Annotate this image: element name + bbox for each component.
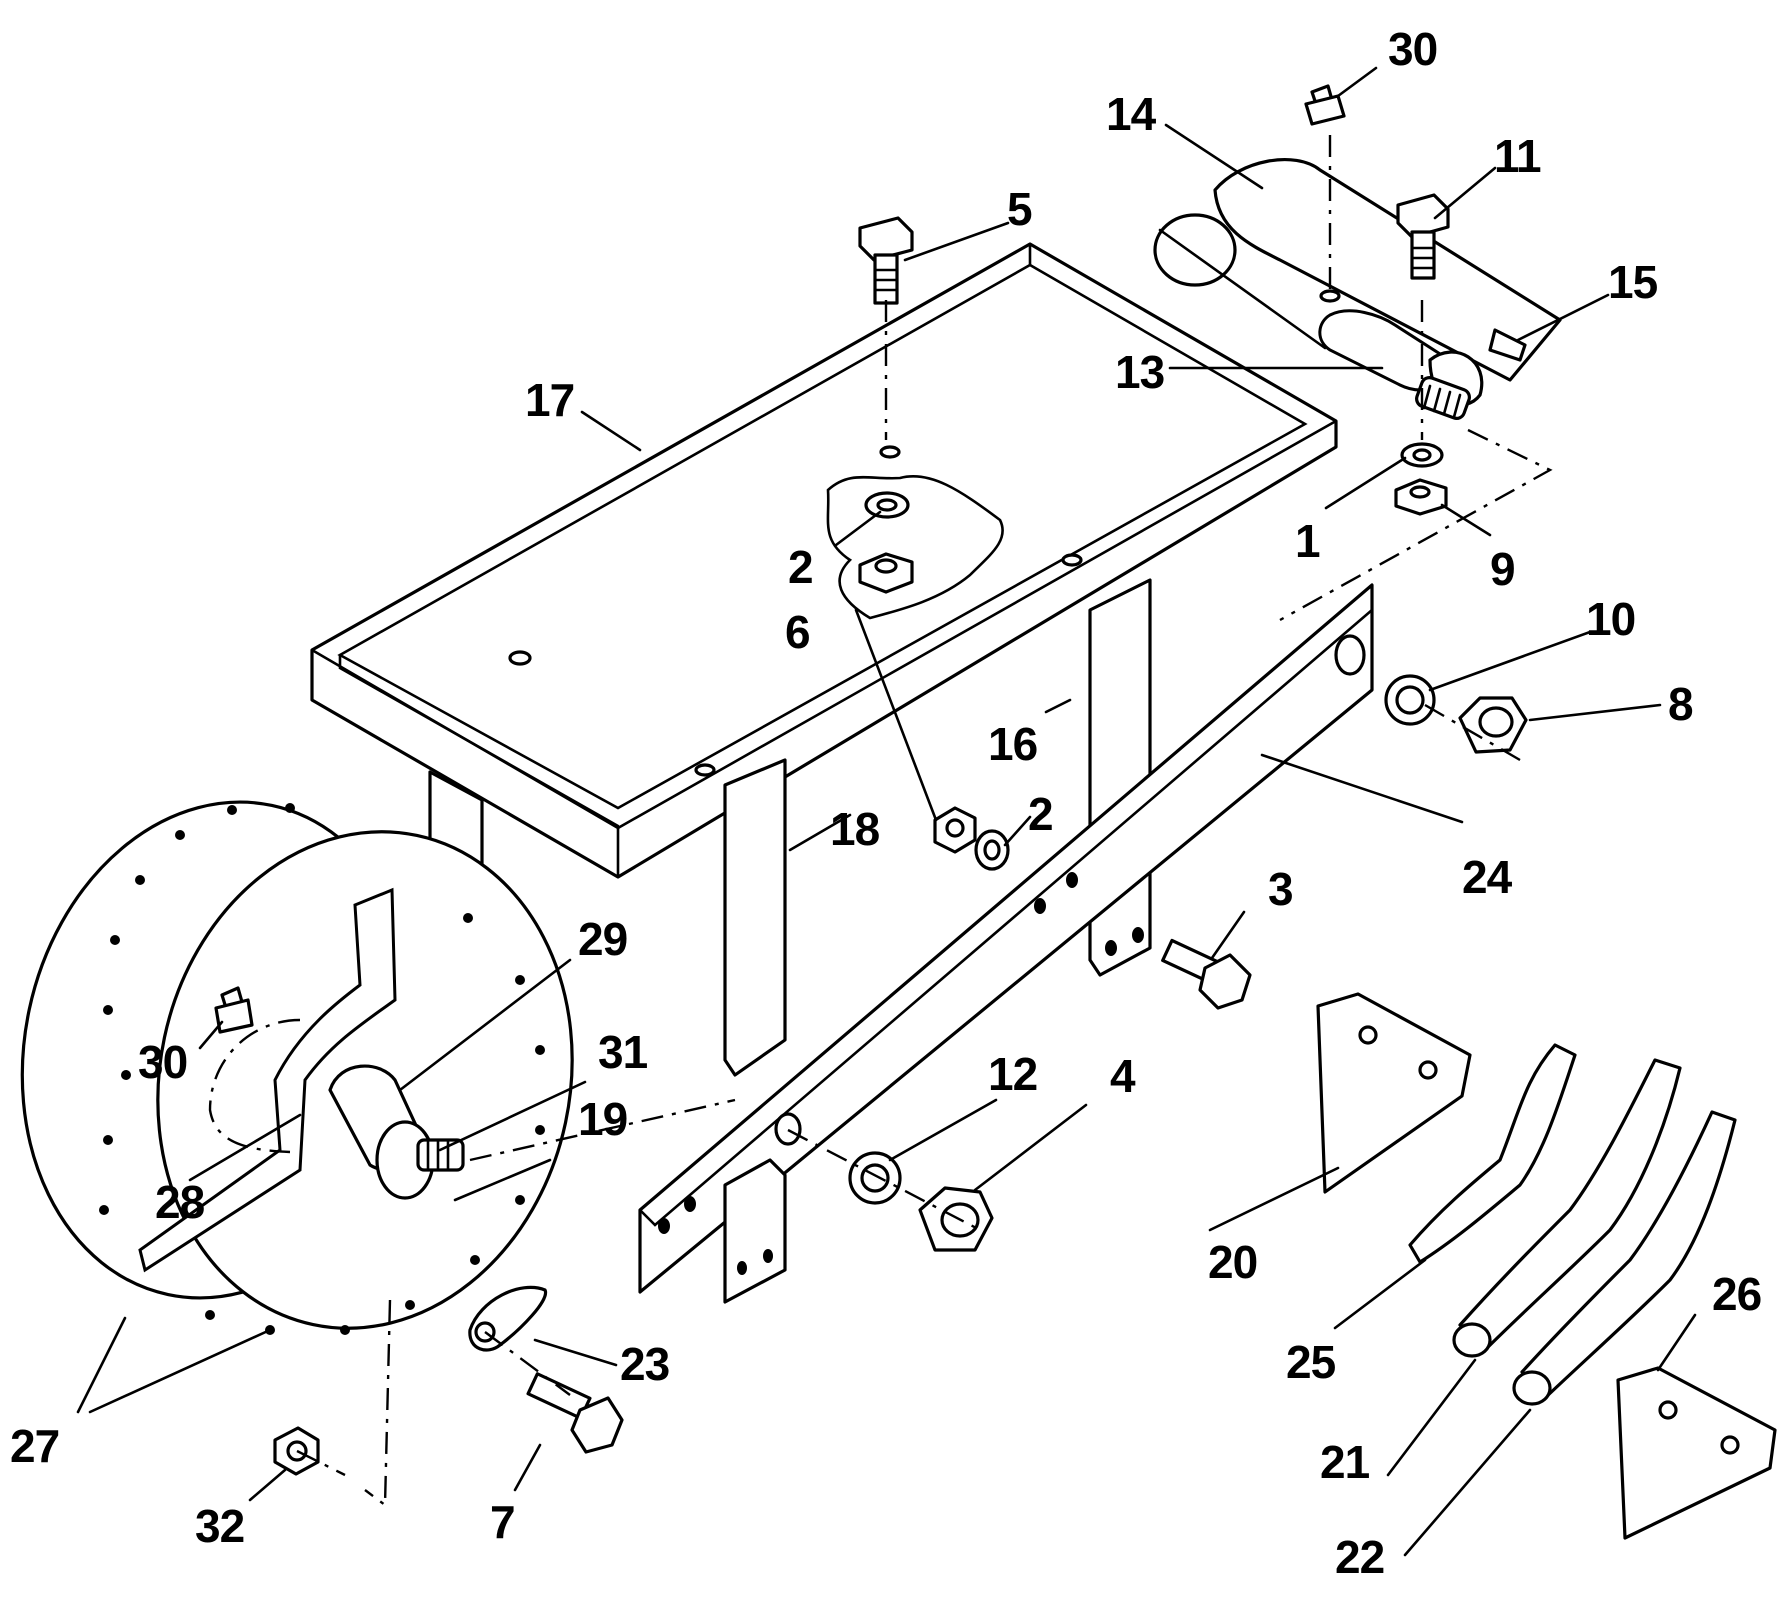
callout-29: 29 (578, 913, 627, 965)
callout-19: 19 (578, 1093, 627, 1145)
shank-part-21 (1452, 1058, 1682, 1358)
callout-7: 7 (490, 1496, 515, 1548)
callout-5: 5 (1007, 183, 1032, 235)
callout-28: 28 (155, 1176, 205, 1228)
callout-25: 25 (1286, 1336, 1336, 1388)
callout-20: 20 (1208, 1236, 1257, 1288)
lock-washer-part-10 (1384, 674, 1436, 726)
callout-13: 13 (1115, 346, 1164, 398)
callout-22: 22 (1335, 1531, 1384, 1583)
callout-6: 6 (785, 606, 810, 658)
callout-4: 4 (1110, 1050, 1136, 1102)
callout-18: 18 (830, 803, 880, 855)
callout-10: 10 (1586, 593, 1635, 645)
lock-washer-part-12 (848, 1151, 902, 1205)
callout-8: 8 (1668, 678, 1693, 730)
tray-part-17 (310, 242, 1338, 879)
callout-27: 27 (10, 1420, 59, 1472)
callout-12: 12 (988, 1048, 1037, 1100)
bolt-part-11 (1396, 193, 1450, 280)
callout-30-top: 30 (1388, 23, 1437, 75)
callout-17: 17 (525, 374, 574, 426)
wheel-part-27 (20, 800, 574, 1335)
callout-2-top: 2 (788, 541, 813, 593)
leader-lines (76, 66, 1697, 1557)
washer-part-2a (864, 491, 910, 519)
centerlines (208, 135, 1553, 1508)
callout-11: 11 (1494, 130, 1541, 182)
frame-bar-part-24 (638, 583, 1374, 1304)
shank-part-22 (1512, 1110, 1737, 1406)
nut-part-6 (858, 552, 914, 594)
shank-part-25 (1408, 1043, 1577, 1264)
callout-labels: 30 14 11 5 15 13 17 1 9 2 6 10 8 16 18 2… (10, 23, 1762, 1583)
nut-part-8 (1458, 696, 1528, 754)
callout-31: 31 (598, 1026, 648, 1078)
callout-9: 9 (1490, 543, 1515, 595)
callout-3: 3 (1268, 863, 1293, 915)
callout-24: 24 (1462, 851, 1513, 903)
callout-21: 21 (1320, 1436, 1370, 1488)
callout-1: 1 (1295, 515, 1320, 567)
sweep-part-26 (1616, 1366, 1777, 1540)
bolt-part-3 (1161, 938, 1252, 1010)
bolt-part-7 (526, 1372, 624, 1454)
callout-30-wheel: 30 (138, 1036, 187, 1088)
grease-fitting-part-30a (1304, 84, 1346, 126)
callout-26: 26 (1712, 1268, 1761, 1320)
sweep-part-20 (1316, 992, 1472, 1194)
callout-15: 15 (1608, 256, 1658, 308)
washer-part-1 (1400, 442, 1444, 468)
nut-part-32 (273, 1426, 320, 1476)
callout-14: 14 (1106, 88, 1157, 140)
nut-part-9 (1394, 478, 1448, 516)
nut-part-4 (918, 1186, 994, 1252)
nut-part-6b (933, 806, 977, 854)
callout-32: 32 (195, 1500, 244, 1552)
washer-part-2b (974, 829, 1010, 871)
callout-16: 16 (988, 718, 1037, 770)
callout-2-mid: 2 (1028, 788, 1053, 840)
callout-23: 23 (620, 1338, 669, 1390)
bearing-tube-part-14 (1153, 158, 1562, 420)
